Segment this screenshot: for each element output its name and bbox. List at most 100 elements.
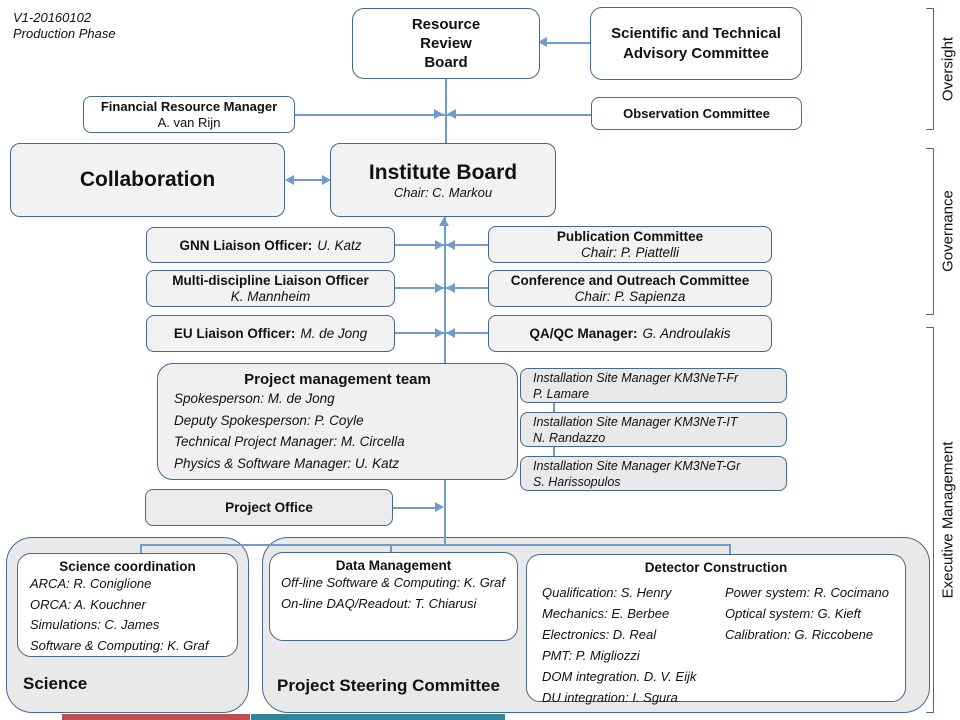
version-phase: Production Phase <box>13 26 116 41</box>
project-steering-committee-container: Data Management Off-line Software & Comp… <box>262 537 930 713</box>
gnn-label: GNN Liaison Officer: <box>179 237 313 253</box>
connector-drop-science <box>140 544 142 553</box>
connector-drop-data-management <box>390 544 392 552</box>
science-item: ORCA: A. Kouchner <box>30 596 146 612</box>
resource-review-board-box: Resource Review Board <box>352 8 540 79</box>
pmt-member: Deputy Spokesperson: P. Coyle <box>174 412 364 428</box>
collaboration-title: Collaboration <box>79 168 216 191</box>
connector-ism-2-3 <box>553 447 555 456</box>
psc-container-label: Project Steering Committee <box>277 676 500 695</box>
governance-bracket <box>926 148 934 315</box>
arrowhead-eu-junction <box>435 328 444 338</box>
frm-name: A. van Rijn <box>157 114 221 130</box>
rrb-line2: Review <box>420 35 472 52</box>
connector-stac-to-rrb <box>547 42 590 44</box>
financial-resource-manager-box: Financial Resource Manager A. van Rijn <box>83 96 295 133</box>
publication-committee-box: Publication Committee Chair: P. Piattell… <box>488 226 772 263</box>
conference-chair: Chair: P. Sapienza <box>574 288 686 304</box>
detector-item: Electronics: D. Real <box>542 627 657 642</box>
rrb-line3: Board <box>424 54 468 71</box>
detector-item: PMT: P. Migliozzi <box>542 648 640 663</box>
arrowhead-qaqc-junction <box>446 328 455 338</box>
site-manager-role: Installation Site Manager KM3NeT-IT <box>533 415 738 429</box>
site-manager-role: Installation Site Manager KM3NeT-Gr <box>533 459 741 473</box>
connector-observation <box>445 114 591 116</box>
connector-spine-tail <box>444 537 446 545</box>
connector-spine-top <box>445 79 447 143</box>
site-manager-fr-box: Installation Site Manager KM3NeT-Fr P. L… <box>520 368 787 403</box>
publication-chair: Chair: P. Piattelli <box>580 244 680 260</box>
connector-project-office <box>393 507 435 509</box>
data-management-item: Off-line Software & Computing: K. Graf <box>281 575 505 590</box>
site-manager-name: P. Lamare <box>533 386 590 401</box>
institute-board-title: Institute Board <box>368 161 518 184</box>
version-label: V1-20160102 Production Phase <box>13 10 116 42</box>
connector-conference <box>446 287 488 289</box>
arrowhead-publication-junction <box>446 240 455 250</box>
science-item: ARCA: R. Coniglione <box>30 576 152 591</box>
conference-title: Conference and Outreach Committee <box>510 272 750 288</box>
site-manager-name: N. Randazzo <box>533 430 606 445</box>
arrowhead-gnn-junction <box>435 240 444 250</box>
arrowhead-up-institute-board <box>439 217 449 226</box>
arrowhead-obs-junction <box>447 109 456 119</box>
data-management-title: Data Management <box>335 558 452 573</box>
qaqc-name: G. Androulakis <box>642 326 731 341</box>
connector-collab-ib <box>293 179 323 181</box>
arrowhead-to-collaboration <box>285 175 294 185</box>
detector-item: DU integration: I. Sgura <box>542 690 678 705</box>
pmt-member: Physics & Software Manager: U. Katz <box>174 455 400 471</box>
multi-label: Multi-discipline Liaison Officer <box>172 272 369 288</box>
eu-name: M. de Jong <box>300 326 368 341</box>
oversight-bracket <box>926 8 934 130</box>
governance-section-label: Governance <box>939 190 957 272</box>
observation-committee-box: Observation Committee <box>591 97 802 130</box>
science-coordination-title: Science coordination <box>59 559 196 574</box>
detector-item: DOM integration. D. V. Eijk <box>542 669 697 684</box>
arrowhead-project-office <box>435 502 444 512</box>
arrowhead-multi-junction <box>435 283 444 293</box>
connector-multi <box>395 287 444 289</box>
data-management-box: Data Management Off-line Software & Comp… <box>269 552 518 641</box>
science-coordination-box: Science coordination ARCA: R. Coniglione… <box>17 553 238 657</box>
site-manager-role: Installation Site Manager KM3NeT-Fr <box>533 371 739 385</box>
detector-item: Calibration: G. Riccobene <box>725 627 874 642</box>
site-manager-gr-box: Installation Site Manager KM3NeT-Gr S. H… <box>520 456 787 491</box>
detector-item: Power system: R. Cocimano <box>725 585 889 600</box>
collaboration-box: Collaboration <box>10 143 285 217</box>
frm-title: Financial Resource Manager <box>100 98 278 114</box>
detector-construction-box: Detector Construction Qualification: S. … <box>526 554 906 705</box>
connector-gnn <box>395 244 444 246</box>
multi-discipline-liaison-box: Multi-discipline Liaison Officer K. Mann… <box>146 270 395 307</box>
detector-item: Mechanics: E. Berbee <box>542 606 670 621</box>
arrowhead-frm-junction <box>434 109 443 119</box>
science-container: Science coordination ARCA: R. Coniglione… <box>6 537 249 713</box>
executive-bracket <box>926 327 934 713</box>
institute-board-chair: Chair: C. Markou <box>393 185 493 200</box>
arrowhead-into-rrb <box>538 37 547 47</box>
detector-construction-title: Detector Construction <box>644 560 788 575</box>
connector-ism-1-2 <box>553 403 555 412</box>
stac-box: Scientific and Technical Advisory Commit… <box>590 7 802 80</box>
arrowhead-conference-junction <box>446 283 455 293</box>
detector-item: Qualification: S. Henry <box>542 585 672 600</box>
version-number: V1-20160102 <box>13 10 92 25</box>
project-office-box: Project Office <box>145 489 393 526</box>
institute-board-box: Institute Board Chair: C. Markou <box>330 143 556 217</box>
pmt-title: Project management team <box>244 371 431 388</box>
detector-item: Optical system: G. Kieft <box>725 606 861 621</box>
connector-publication <box>446 244 488 246</box>
eu-liaison-box: EU Liaison Officer: M. de Jong <box>146 315 395 352</box>
publication-title: Publication Committee <box>556 228 704 244</box>
gnn-liaison-box: GNN Liaison Officer: U. Katz <box>146 227 395 263</box>
connector-bottom-rail <box>140 544 730 546</box>
bottom-bar-teal <box>251 714 505 720</box>
qaqc-label: QA/QC Manager: <box>529 326 638 341</box>
science-item: Simulations: C. James <box>30 617 160 632</box>
gnn-name: U. Katz <box>317 237 362 253</box>
oversight-section-label: Oversight <box>939 36 957 102</box>
connector-frm <box>295 114 445 116</box>
rrb-line1: Resource <box>411 16 481 33</box>
connector-drop-detector <box>729 544 731 554</box>
project-management-team-box: Project management team Spokesperson: M.… <box>157 363 518 480</box>
